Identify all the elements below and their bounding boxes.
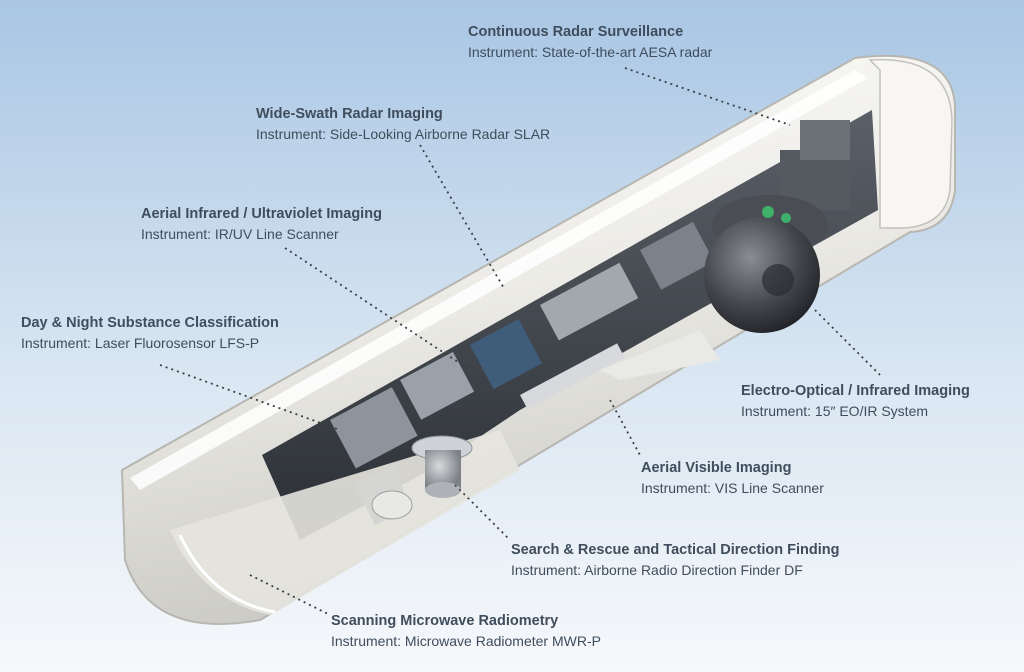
callout-title: Search & Rescue and Tactical Direction F… bbox=[511, 542, 840, 558]
internal-equipment bbox=[330, 120, 850, 469]
callout-title: Electro-Optical / Infrared Imaging bbox=[741, 383, 970, 399]
callout-radar-surveillance: Continuous Radar Surveillance Instrument… bbox=[468, 22, 712, 62]
callout-wide-swath-radar: Wide-Swath Radar Imaging Instrument: Sid… bbox=[256, 104, 550, 144]
callout-direction-finding: Search & Rescue and Tactical Direction F… bbox=[511, 540, 839, 580]
leader-lines bbox=[159, 67, 881, 616]
callout-instrument: Instrument: VIS Line Scanner bbox=[641, 480, 824, 496]
callout-microwave-radiometry: Scanning Microwave Radiometry Instrument… bbox=[331, 611, 601, 651]
callout-visible-imaging: Aerial Visible Imaging Instrument: VIS L… bbox=[641, 458, 824, 498]
callout-title: Continuous Radar Surveillance bbox=[468, 24, 684, 40]
callout-title: Day & Night Substance Classification bbox=[21, 315, 279, 331]
callout-title: Scanning Microwave Radiometry bbox=[331, 613, 559, 629]
pod-nose-cap bbox=[868, 58, 953, 229]
callout-title: Wide-Swath Radar Imaging bbox=[256, 106, 443, 122]
callout-instrument: Instrument: Airborne Radio Direction Fin… bbox=[511, 562, 803, 578]
callout-ir-uv-imaging: Aerial Infrared / Ultraviolet Imaging In… bbox=[141, 204, 382, 244]
mwr-horn bbox=[355, 465, 413, 525]
callout-instrument: Instrument: Microwave Radiometer MWR-P bbox=[331, 633, 601, 649]
df-antenna bbox=[411, 435, 473, 498]
callout-instrument: Instrument: IR/UV Line Scanner bbox=[141, 226, 339, 242]
eoir-turret bbox=[704, 195, 828, 333]
callout-instrument: Instrument: 15″ EO/IR System bbox=[741, 403, 929, 419]
callout-instrument: Instrument: Side-Looking Airborne Radar … bbox=[256, 126, 551, 142]
callout-eo-ir-imaging: Electro-Optical / Infrared Imaging Instr… bbox=[741, 381, 970, 421]
callout-title: Aerial Infrared / Ultraviolet Imaging bbox=[141, 206, 382, 222]
callout-title: Aerial Visible Imaging bbox=[641, 460, 792, 476]
pod-seam bbox=[178, 534, 276, 614]
callout-substance-classification: Day & Night Substance Classification Ins… bbox=[21, 313, 279, 353]
callout-instrument: Instrument: Laser Fluorosensor LFS-P bbox=[21, 335, 260, 351]
callout-instrument: Instrument: State-of-the-art AESA radar bbox=[468, 44, 713, 60]
